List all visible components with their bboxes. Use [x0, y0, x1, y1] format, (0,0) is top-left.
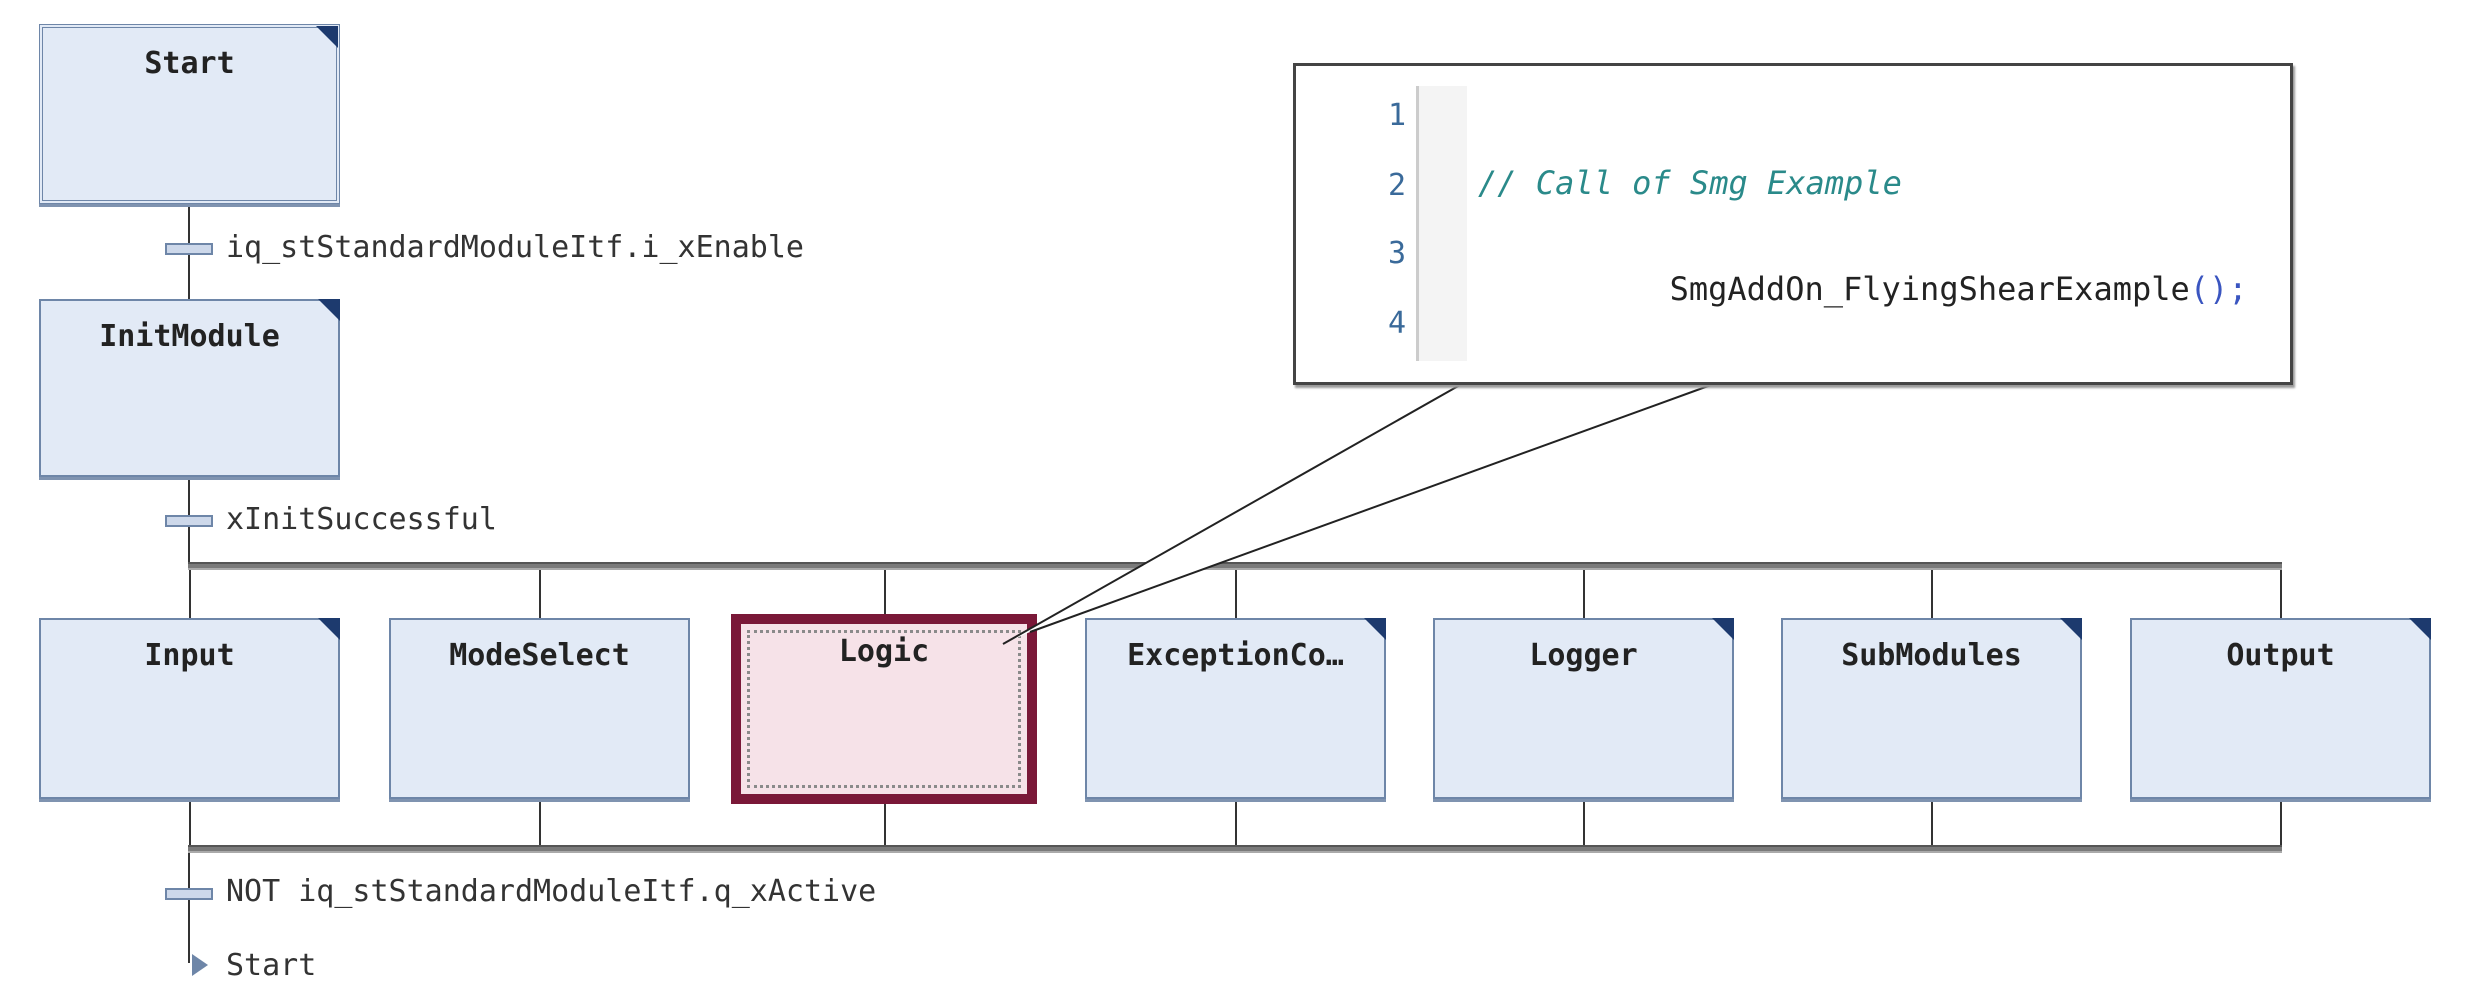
- step-name: ModeSelect: [449, 638, 630, 673]
- step-name: ExceptionCo…: [1127, 638, 1344, 673]
- branch-connector-bottom: [2280, 799, 2282, 845]
- branch-connector-bottom: [1931, 799, 1933, 845]
- transition-3-condition[interactable]: NOT iq_stStandardModuleItf.q_xActive: [226, 874, 877, 909]
- branch-connector-bottom: [1583, 799, 1585, 845]
- action-marker-icon: [2409, 618, 2431, 640]
- step-logger[interactable]: Logger: [1433, 618, 1734, 799]
- step-submodules[interactable]: SubModules: [1781, 618, 2082, 799]
- step-name: Logger: [1529, 638, 1638, 673]
- step-name: Output: [2226, 638, 2335, 673]
- function-call: SmgAddOn_FlyingShearExample: [1669, 270, 2190, 308]
- selection-outline: [747, 630, 1021, 788]
- code-callout: 1 2 3 4 // Call of Smg Example SmgAddOn_…: [1293, 63, 2293, 385]
- line-number: 4: [1387, 306, 1406, 341]
- branch-connector-bottom: [189, 799, 191, 845]
- step-output[interactable]: Output: [2130, 618, 2431, 799]
- transition-2[interactable]: [165, 515, 213, 527]
- step-input[interactable]: Input: [39, 618, 340, 799]
- branch-connector-bottom: [884, 799, 886, 845]
- callout-pointer-edge-right: [1029, 384, 1712, 633]
- action-marker-icon: [1712, 618, 1734, 640]
- branch-connector-top: [1235, 570, 1237, 618]
- branch-connector-top: [1931, 570, 1933, 618]
- action-marker-icon: [318, 299, 340, 321]
- step-start[interactable]: Start: [39, 24, 340, 204]
- step-exceptionco[interactable]: ExceptionCo…: [1085, 618, 1386, 799]
- step-name: Input: [144, 638, 235, 673]
- transition-1[interactable]: [165, 243, 213, 255]
- step-modeselect[interactable]: ModeSelect: [389, 618, 690, 799]
- transition-1-condition[interactable]: iq_stStandardModuleItf.i_xEnable: [226, 230, 804, 265]
- parallel-branch-end: [188, 845, 2282, 853]
- line-number: 3: [1387, 236, 1406, 271]
- branch-connector-top: [539, 570, 541, 618]
- step-logic[interactable]: Logic: [731, 614, 1037, 804]
- branch-connector-bottom: [539, 799, 541, 845]
- branch-connector-top: [884, 570, 886, 618]
- action-marker-icon: [1364, 618, 1386, 640]
- branch-connector-top: [2280, 570, 2282, 618]
- step-initmodule[interactable]: InitModule: [39, 299, 340, 477]
- callout-pointer-edge-left: [1002, 384, 1461, 645]
- jump-target[interactable]: Start: [226, 948, 317, 983]
- line-number: 2: [1387, 168, 1406, 203]
- code-comment: // Call of Smg Example: [1478, 164, 1902, 202]
- call-punctuation: ();: [2189, 270, 2248, 308]
- parallel-branch-begin: [188, 562, 2282, 570]
- code-gutter: [1416, 86, 1467, 361]
- step-name: Logic: [838, 634, 930, 669]
- action-marker-icon: [2060, 618, 2082, 640]
- jump-arrow-icon: [192, 954, 208, 976]
- branch-connector-top: [1583, 570, 1585, 618]
- step-name: SubModules: [1841, 638, 2022, 673]
- branch-connector-top: [189, 570, 191, 618]
- action-marker-icon: [318, 618, 340, 640]
- transition-3[interactable]: [165, 888, 213, 900]
- step-name: Start: [144, 46, 235, 81]
- code-statement: SmgAddOn_FlyingShearExample();: [1554, 232, 2248, 346]
- connector-branch-end: [188, 853, 190, 963]
- transition-2-condition[interactable]: xInitSuccessful: [226, 502, 497, 537]
- line-number: 1: [1387, 98, 1406, 133]
- step-name: InitModule: [99, 319, 280, 354]
- action-marker-icon: [316, 26, 338, 48]
- branch-connector-bottom: [1235, 799, 1237, 845]
